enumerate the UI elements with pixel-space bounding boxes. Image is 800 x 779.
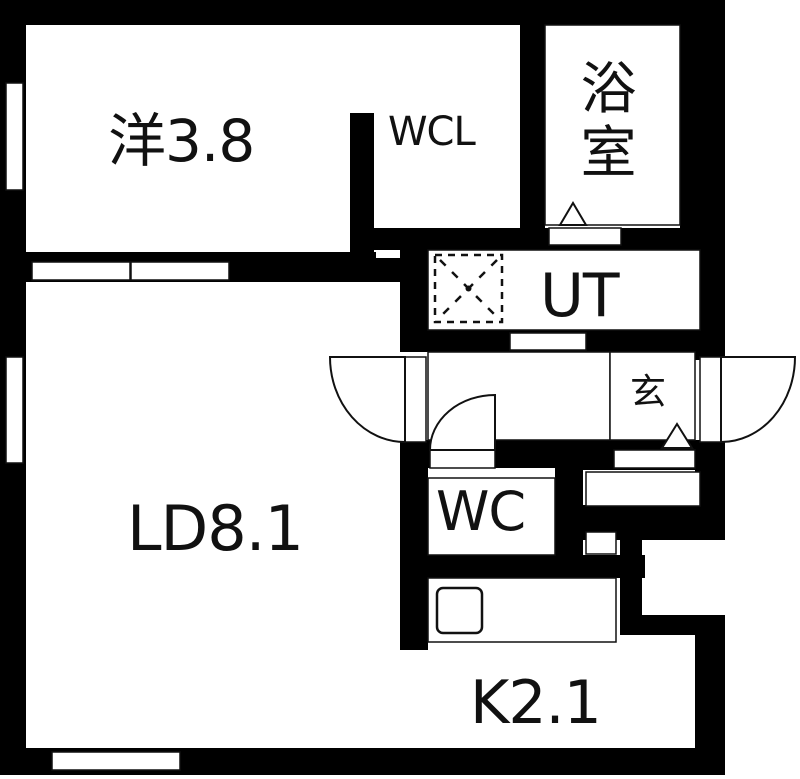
door-swings — [328, 356, 797, 451]
ld-door-frame — [404, 356, 427, 443]
entrance-step — [613, 449, 696, 469]
washer-pan-icon — [433, 253, 504, 324]
windows — [5, 82, 230, 771]
sliding-door-right — [130, 261, 230, 281]
front-door-swing — [720, 356, 797, 444]
label-utility: UT — [540, 261, 620, 331]
wc-door-frame — [429, 449, 496, 469]
kitchen-sink-icon — [435, 586, 484, 635]
front-door-frame — [699, 356, 722, 443]
window-west-room — [5, 82, 24, 191]
label-western-room: 洋3.8 — [108, 107, 255, 175]
step-markers — [558, 201, 694, 449]
label-living-dining: LD8.1 — [127, 492, 304, 565]
label-walk-in-closet: WCL — [388, 109, 476, 155]
sliding-door-left — [31, 261, 131, 281]
step-entrance-icon — [660, 422, 694, 449]
label-toilet: WC — [436, 480, 526, 543]
step-bath-icon — [558, 201, 588, 226]
ld-door-swing — [328, 356, 406, 444]
label-entrance: 玄 — [630, 372, 666, 413]
bath-door — [548, 227, 622, 246]
window-ld-bottom — [51, 751, 181, 771]
label-kitchen: K2.1 — [470, 668, 602, 738]
ut-door — [509, 332, 587, 351]
wc-door-swing — [428, 393, 496, 451]
label-bathroom: 浴室 — [580, 57, 637, 186]
window-ld-left — [5, 356, 24, 464]
